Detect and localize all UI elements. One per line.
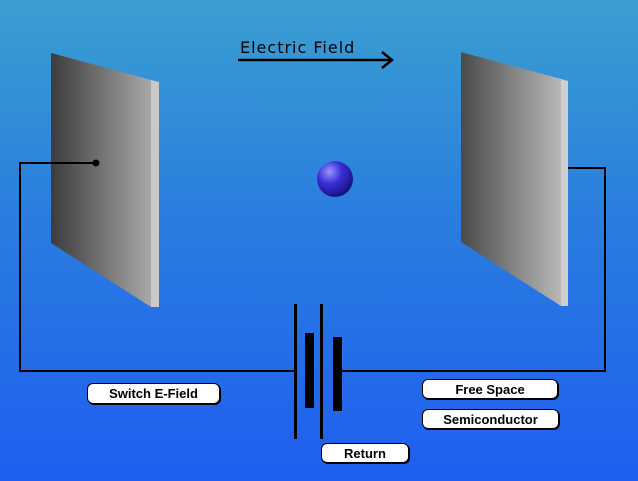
- charged-particle: [317, 161, 353, 197]
- circuit-wire: [19, 162, 606, 372]
- free-space-button[interactable]: Free Space: [422, 379, 558, 399]
- electric-field-arrow: [238, 51, 395, 69]
- right-capacitor-plate: [461, 52, 568, 306]
- left-capacitor-plate: [51, 53, 159, 307]
- return-button[interactable]: Return: [321, 443, 409, 463]
- electric-field-label: Electric Field: [240, 38, 356, 57]
- switch-e-field-button[interactable]: Switch E-Field: [87, 383, 220, 404]
- battery-symbol: [294, 304, 342, 439]
- semiconductor-button[interactable]: Semiconductor: [422, 409, 559, 429]
- wire-connection-dot: [92, 159, 100, 167]
